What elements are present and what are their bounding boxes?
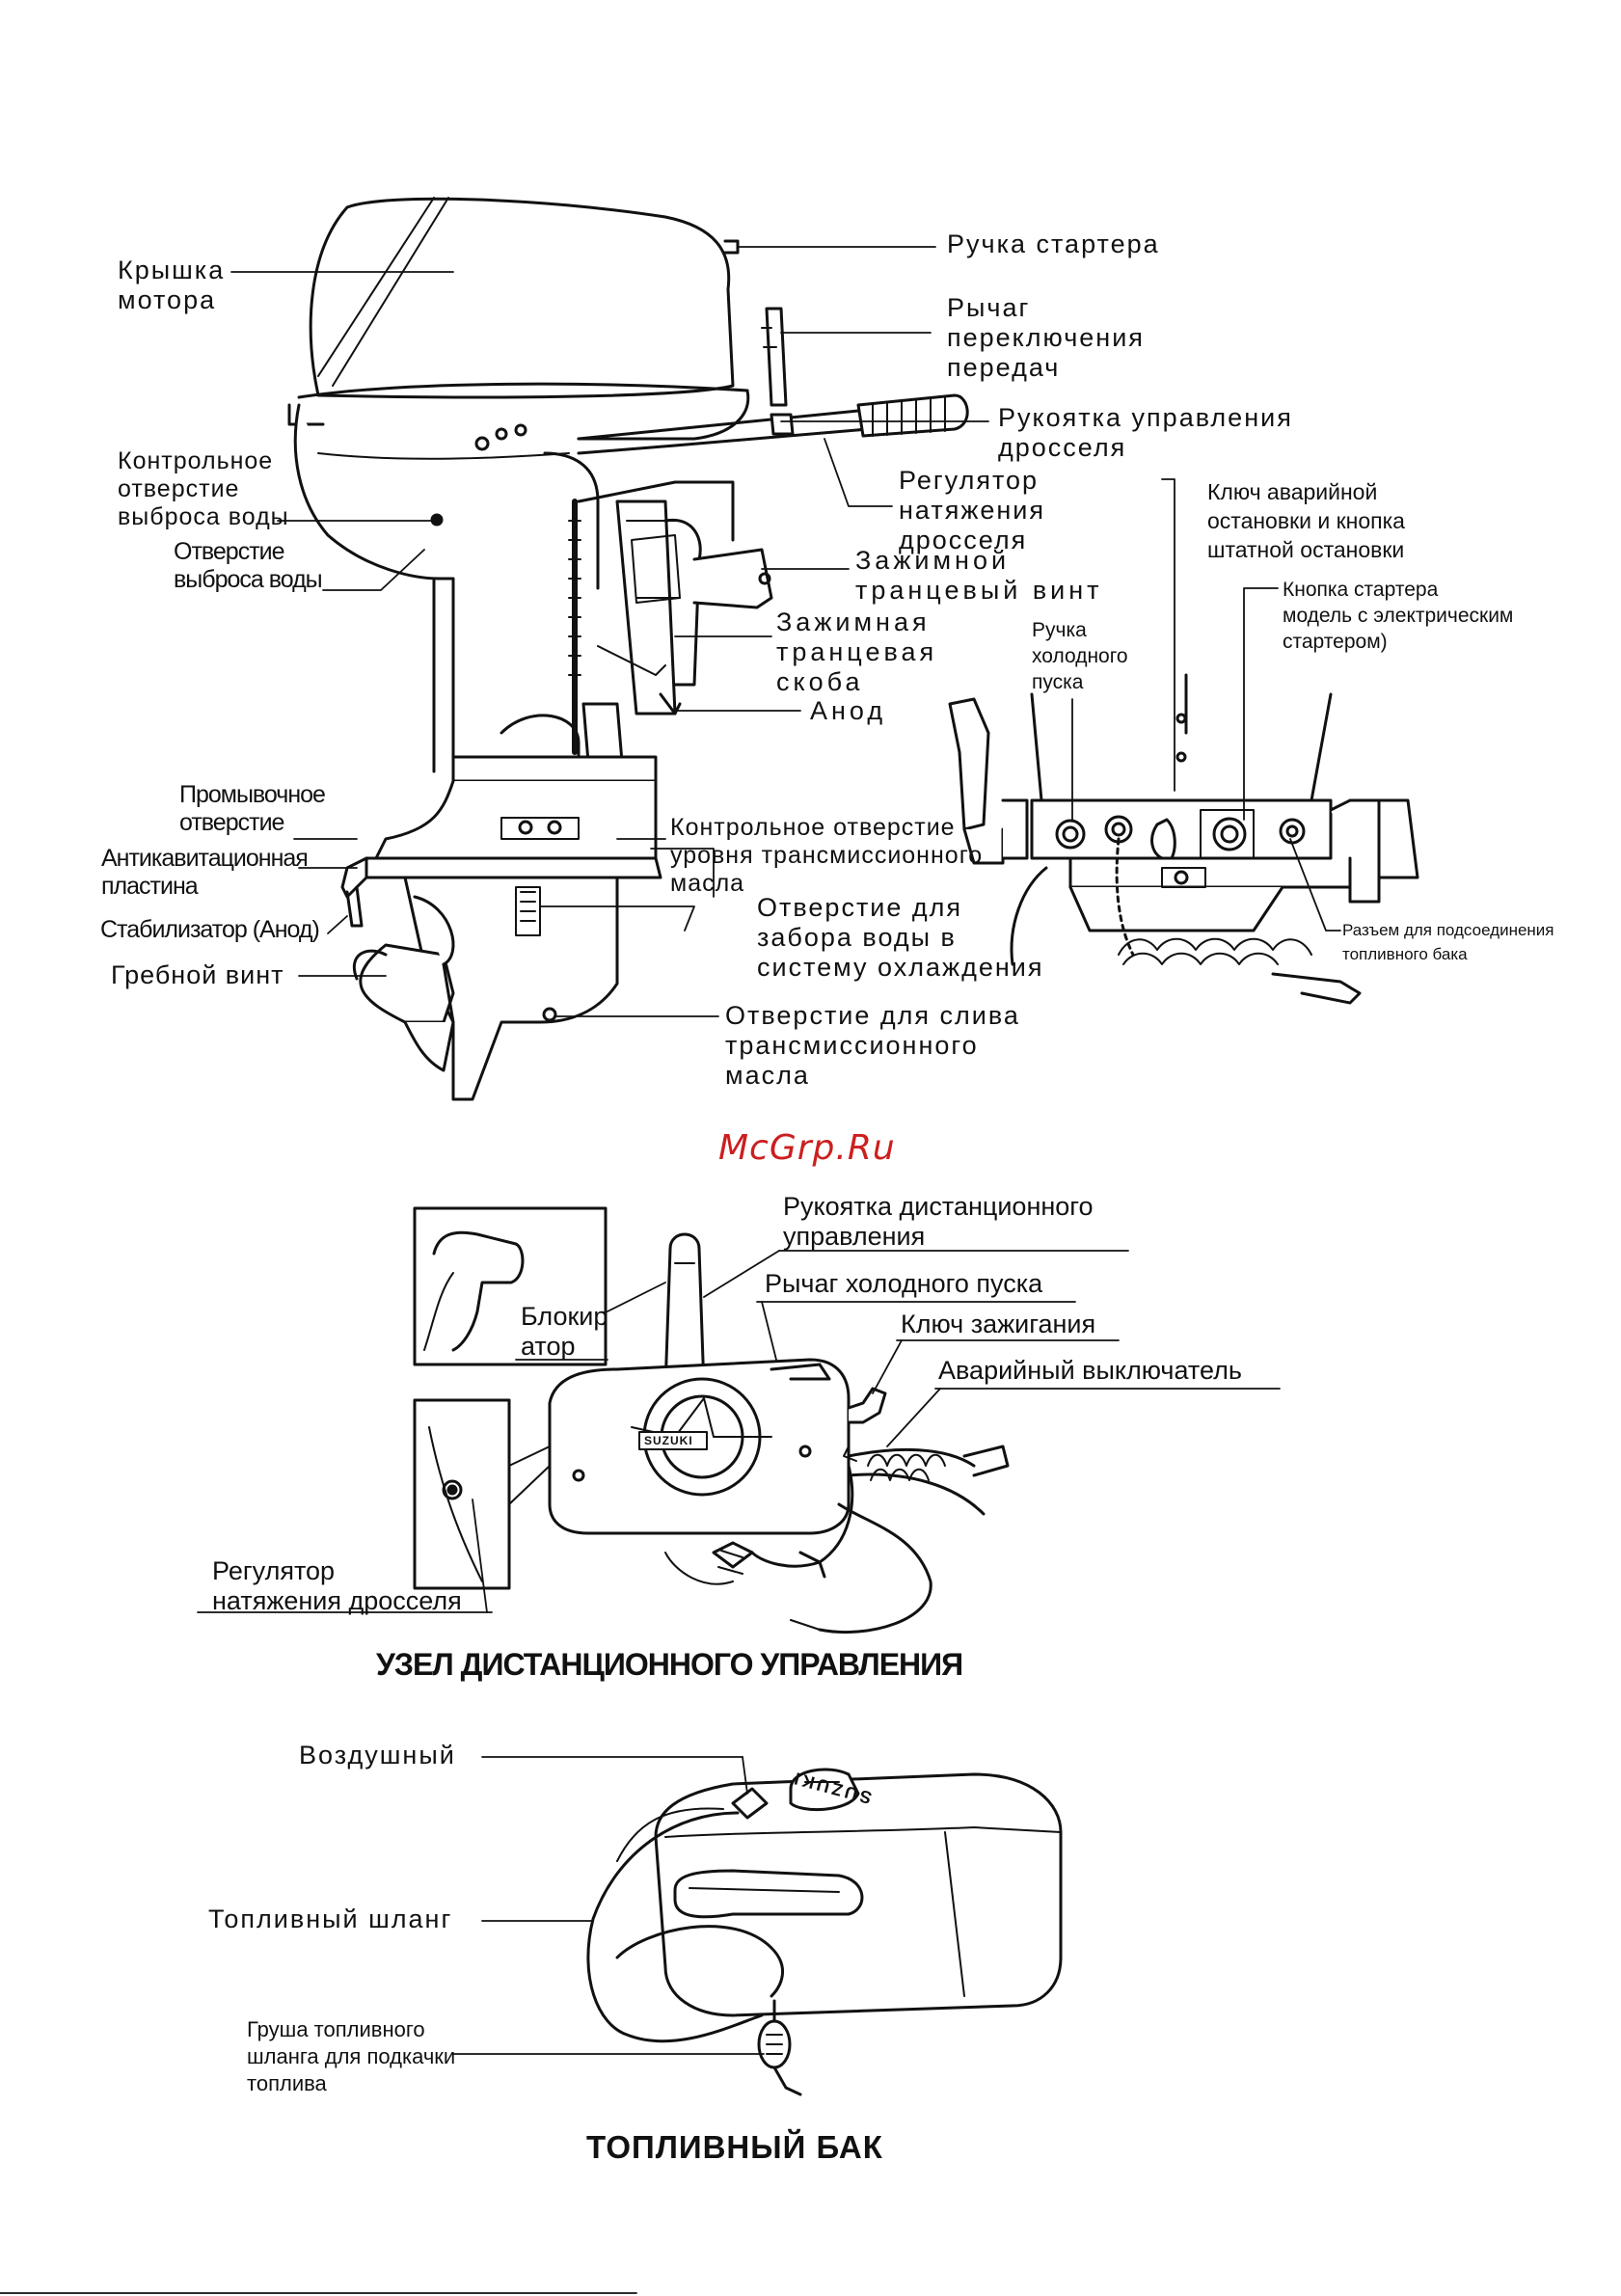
label-water-intake: Отверстие для забора воды в систему охла… bbox=[757, 893, 1044, 982]
outboard-motor-drawing bbox=[287, 197, 969, 1101]
label-remote-throttle-tension: Регулятор натяжения дросселя bbox=[212, 1556, 462, 1615]
remote-control-drawing bbox=[413, 1206, 1010, 1634]
label-fuel-connector: Разъем для подсоединения топливного бака bbox=[1342, 921, 1554, 963]
label-emergency-stop-switch: Ключ аварийной остановки и кнопка штатно… bbox=[1207, 479, 1405, 562]
label-lock: Блокир атор bbox=[521, 1302, 608, 1361]
label-anode: Анод bbox=[810, 696, 887, 725]
label-starter-button: Кнопка стартера модель с электрическим с… bbox=[1283, 579, 1514, 653]
label-trim-tab-anode: Стабилизатор (Анод) bbox=[100, 916, 320, 943]
remote-control-title: УЗЕЛ ДИСТАНЦИОННОГО УПРАВЛЕНИЯ bbox=[376, 1647, 963, 1682]
label-air-vent: Воздушный bbox=[299, 1741, 456, 1769]
label-gear-shift-lever: Рычаг переключения передач bbox=[947, 293, 1145, 382]
label-starter-handle: Ручка стартера bbox=[947, 230, 1160, 258]
label-engine-cover: Крышка мотора bbox=[118, 256, 226, 314]
label-cold-start-lever: Рычаг холодного пуска bbox=[765, 1269, 1043, 1298]
label-throttle-grip: Рукоятка управления дросселя bbox=[998, 403, 1293, 462]
label-remote-handle: Рукоятка дистанционного управления bbox=[783, 1192, 1094, 1251]
fuel-tank-title: ТОПЛИВНЫЙ БАК bbox=[586, 2129, 883, 2165]
label-emergency-switch: Аварийный выключатель bbox=[938, 1356, 1242, 1385]
label-fuel-hose: Топливный шланг bbox=[208, 1904, 453, 1933]
label-throttle-tension-adjuster: Регулятор натяжения дросселя bbox=[899, 466, 1046, 554]
label-water-outlet: Отверстие выброса воды bbox=[174, 538, 323, 593]
label-gear-oil-drain: Отверстие для слива трансмиссионного мас… bbox=[725, 1001, 1020, 1090]
label-transom-clamp-bracket: Зажимная транцевая скоба bbox=[776, 608, 938, 696]
watermark: McGrp.Ru bbox=[718, 1128, 896, 1168]
label-water-check-hole: Контрольное отверстие выброса воды bbox=[118, 447, 289, 530]
label-gear-oil-level-hole: Контрольное отверстие уровня трансмиссио… bbox=[670, 814, 984, 897]
label-flushing-hole: Промывочное отверстие bbox=[179, 781, 326, 836]
label-primer-bulb: Груша топливного шланга для подкачки топ… bbox=[247, 2017, 456, 2095]
label-anticavitation-plate: Антикавитационная пластина bbox=[101, 845, 309, 900]
leader-lines bbox=[0, 246, 1341, 2294]
control-panel-drawing bbox=[948, 673, 1419, 1005]
label-ignition-key: Ключ зажигания bbox=[901, 1310, 1096, 1338]
remote-brand-logo: SUZUKI bbox=[644, 1434, 693, 1447]
label-transom-clamp-screw: Зажимной транцевый винт bbox=[855, 546, 1103, 605]
label-propeller: Гребной винт bbox=[111, 960, 284, 989]
label-choke-knob: Ручка холодного пуска bbox=[1032, 619, 1128, 693]
fuel-tank-drawing bbox=[586, 1768, 1063, 2096]
